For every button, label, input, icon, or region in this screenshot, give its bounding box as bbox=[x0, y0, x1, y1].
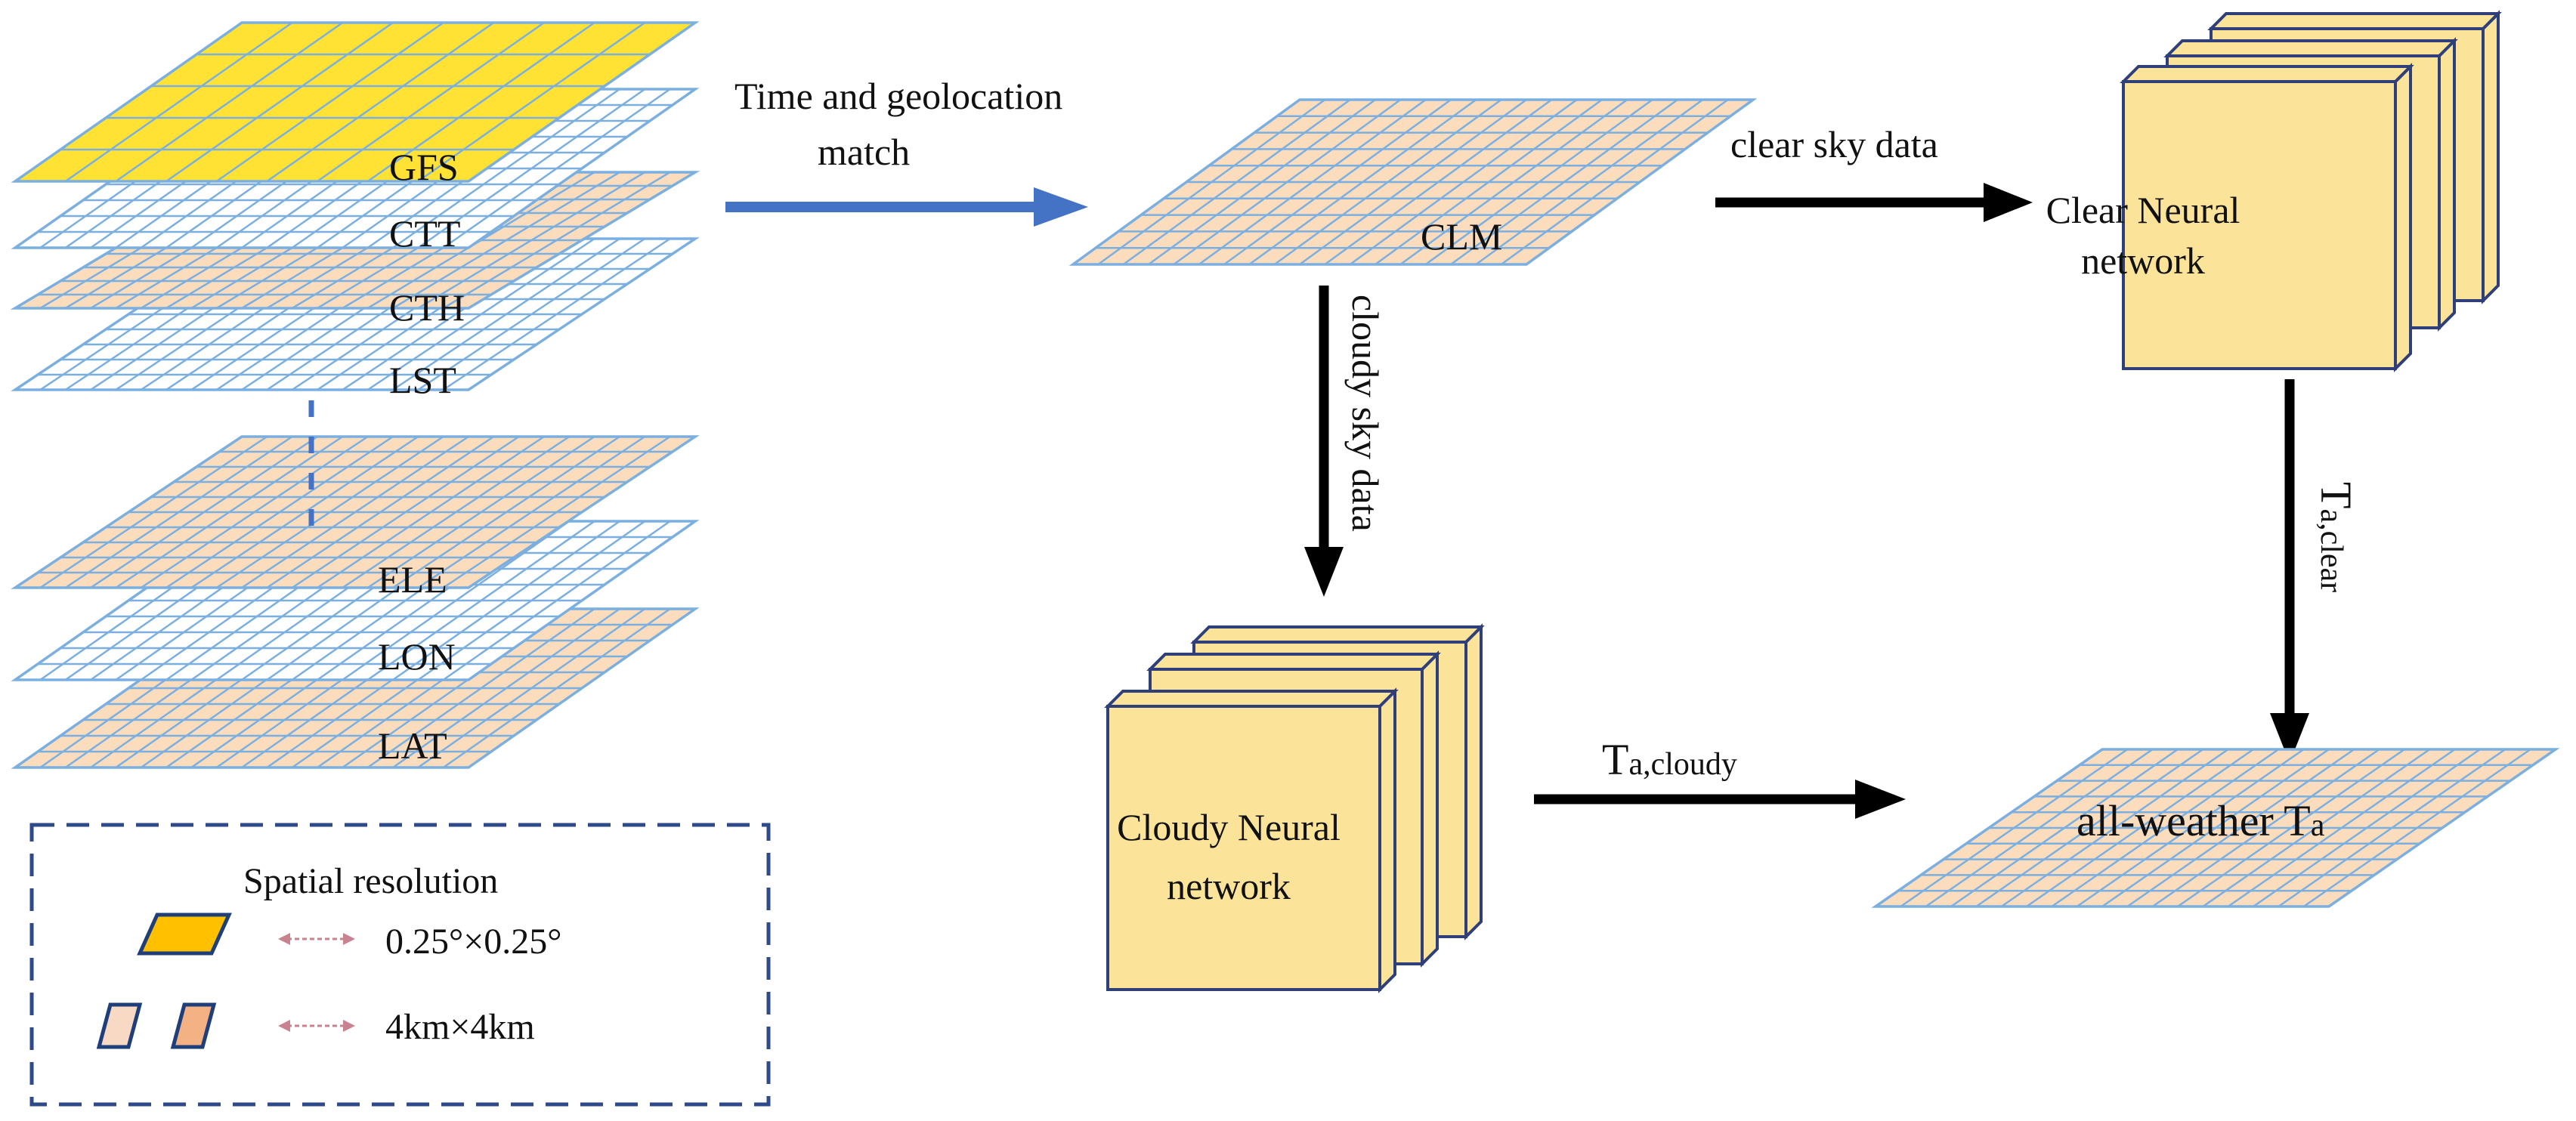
ta-cloudy-arrow-head bbox=[1855, 780, 1906, 819]
legend-box bbox=[29, 823, 771, 1107]
cloudy-sky-label: cloudy sky data bbox=[1344, 295, 1387, 532]
match-label-line2: match bbox=[818, 131, 910, 173]
clear-nn-layer-front bbox=[2120, 63, 2414, 372]
output-grid-plane bbox=[1871, 748, 2560, 908]
clear-nn-label-line2: network bbox=[2081, 239, 2205, 282]
legend-fine-label: 4km×4km bbox=[385, 1007, 535, 1047]
cloudy-neural-network bbox=[1104, 623, 1485, 993]
clear-sky-label: clear sky data bbox=[1730, 123, 1938, 165]
all-weather-grid bbox=[1871, 748, 2560, 908]
cloudy-sky-arrow-head bbox=[1304, 547, 1344, 597]
match-arrow-head bbox=[1034, 187, 1088, 227]
legend-fine-swatch-light bbox=[96, 1002, 143, 1049]
legend-fine-swatch-dark bbox=[170, 1002, 217, 1049]
legend-coarse-swatch bbox=[137, 913, 232, 956]
layer-label-gfs: GFS bbox=[389, 146, 459, 188]
layer-grid-gfs bbox=[11, 21, 700, 183]
clm-grid bbox=[1068, 98, 1758, 266]
cloudy-nn-label-line2: network bbox=[1167, 865, 1291, 907]
legend-title: Spatial resolution bbox=[243, 861, 498, 901]
legend-coarse-arrow-head-left bbox=[278, 933, 290, 945]
layer-label-lat: LAT bbox=[378, 724, 447, 767]
ta-cloudy-label: Ta,cloudy bbox=[1602, 735, 1737, 784]
layer-label-lst: LST bbox=[389, 359, 456, 401]
clm-grid-plane bbox=[1068, 98, 1758, 266]
legend-fine-arrow-head-right bbox=[343, 1020, 355, 1032]
ta-clear-label: Ta,clear bbox=[2312, 482, 2361, 592]
match-label-line1: Time and geolocation bbox=[734, 75, 1062, 117]
clm-label: CLM bbox=[1421, 215, 1502, 258]
legend-coarse-arrow-head-right bbox=[343, 933, 355, 945]
legend-fine-arrow-head-left bbox=[278, 1020, 290, 1032]
layer-grid-ele bbox=[11, 435, 700, 589]
legend-coarse-label: 0.25°×0.25° bbox=[385, 922, 561, 962]
cloudy-nn-layer-front bbox=[1104, 687, 1399, 993]
clear-nn-label-line1: Clear Neural bbox=[2046, 189, 2240, 231]
clear-neural-network bbox=[2120, 10, 2502, 372]
clear-sky-arrow-head bbox=[1984, 183, 2033, 222]
layer-label-cth: CTH bbox=[389, 286, 465, 329]
input-layer-stack bbox=[10, 21, 700, 769]
layer-label-lon: LON bbox=[378, 635, 456, 678]
all-weather-label: all-weather Ta bbox=[2077, 796, 2325, 845]
layer-label-ele: ELE bbox=[378, 558, 447, 601]
ta-clear-arrow-head bbox=[2270, 713, 2309, 763]
layer-label-ctt: CTT bbox=[389, 212, 460, 255]
cloudy-nn-label-line1: Cloudy Neural bbox=[1117, 806, 1341, 848]
